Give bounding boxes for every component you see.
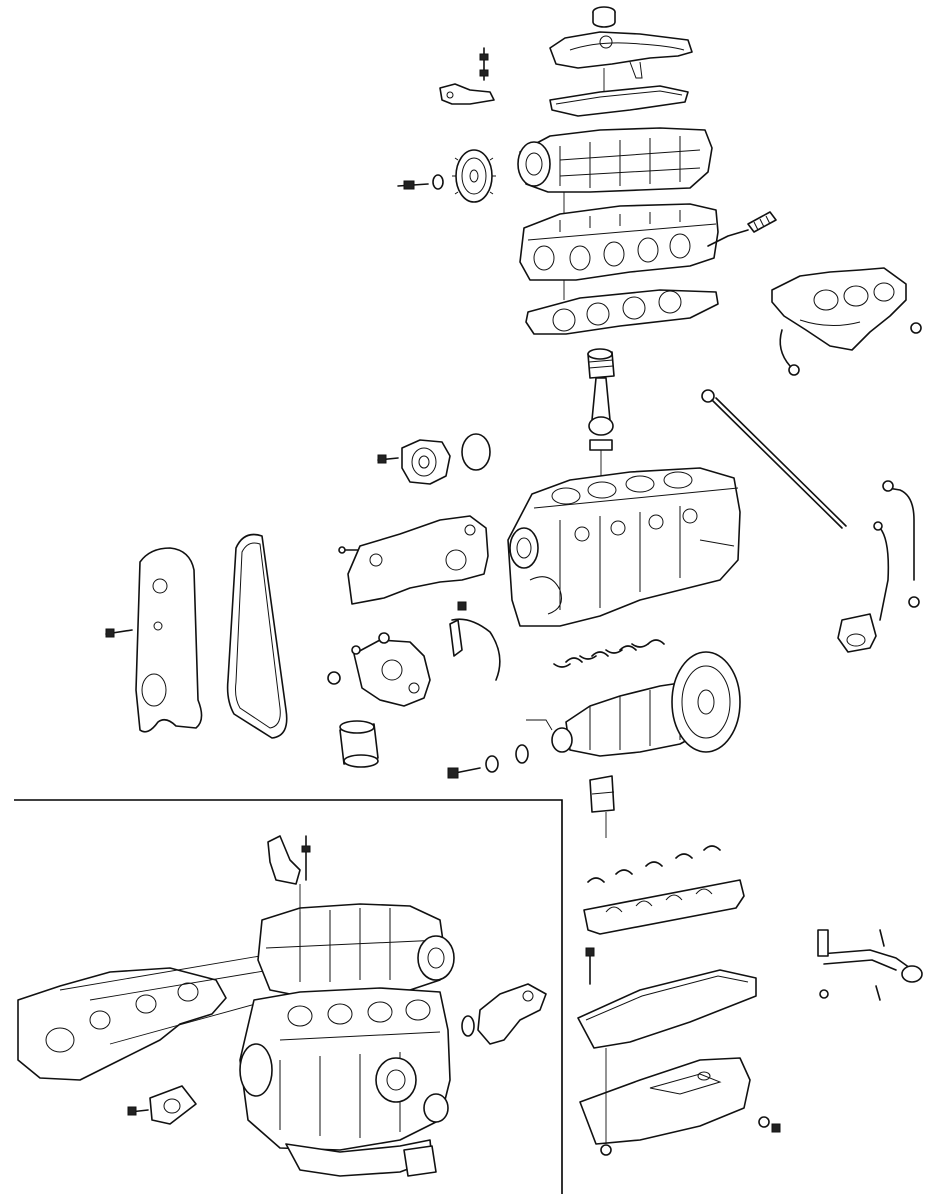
rear-seal-housing[interactable]	[449, 601, 501, 681]
timing-belt-cover[interactable]	[135, 547, 203, 733]
throttle-body-gasket[interactable]	[149, 1085, 197, 1125]
tensioner-bolt[interactable]	[338, 546, 359, 554]
bracket-bolt[interactable]	[479, 47, 489, 81]
engine-lifting-bracket[interactable]	[439, 83, 495, 105]
water-pump-gasket[interactable]	[461, 433, 491, 471]
timing-belt-tensioner[interactable]	[347, 515, 489, 605]
main-bearing-caps[interactable]	[583, 845, 745, 935]
exhaust-manifold[interactable]	[771, 267, 907, 351]
valve-cover-gasket[interactable]	[549, 85, 689, 117]
flywheel[interactable]	[671, 651, 741, 753]
oil-pan-drain-plug[interactable]	[600, 1144, 612, 1156]
engine-block[interactable]	[507, 467, 741, 627]
oxygen-sensor-wire[interactable]	[779, 329, 800, 376]
oil-pan[interactable]	[579, 1057, 751, 1145]
intake-manifold[interactable]	[17, 955, 271, 1081]
piston[interactable]	[587, 348, 615, 379]
oil-filler-cap[interactable]	[592, 6, 616, 28]
manifold-nut[interactable]	[910, 322, 922, 334]
oil-return-pipe[interactable]	[873, 480, 920, 621]
camshaft-housing[interactable]	[517, 127, 713, 193]
valve-cover[interactable]	[549, 31, 693, 79]
temperature-sensor[interactable]	[707, 211, 777, 247]
inset-water-pump-gasket[interactable]	[461, 1015, 475, 1037]
inset-lifting-bracket[interactable]	[267, 835, 311, 912]
oil-pump-bolt[interactable]	[327, 645, 361, 685]
crankshaft-pulley-bolt[interactable]	[447, 767, 481, 779]
oil-pan-bolt[interactable]	[758, 1116, 781, 1133]
crankshaft-sprocket[interactable]	[515, 744, 529, 764]
timing-belt[interactable]	[226, 533, 288, 739]
camshaft-bolt[interactable]	[397, 174, 444, 190]
main-bearing-bolt[interactable]	[585, 947, 595, 985]
oil-pan-gasket[interactable]	[577, 969, 757, 1049]
inset-engine-mount[interactable]	[477, 983, 547, 1045]
water-pump[interactable]	[401, 439, 451, 485]
engine-assembled[interactable]	[239, 903, 455, 1177]
timing-cover-bolt[interactable]	[105, 628, 133, 638]
throttle-body-bolt[interactable]	[127, 1106, 149, 1116]
oil-pump[interactable]	[353, 632, 431, 707]
oil-pickup[interactable]	[837, 613, 877, 653]
crankshaft-pulley-washer[interactable]	[485, 755, 499, 773]
camshaft-sprocket[interactable]	[452, 149, 496, 203]
upper-main-bearings[interactable]	[553, 639, 665, 668]
cylinder-head[interactable]	[519, 203, 719, 281]
assembled-engine-inset	[14, 799, 563, 1194]
connecting-rod[interactable]	[588, 377, 614, 451]
thrust-bearing[interactable]	[589, 775, 615, 813]
oil-strainer[interactable]	[817, 929, 923, 1001]
oil-dipstick[interactable]	[701, 389, 847, 529]
oil-filter[interactable]	[339, 720, 379, 768]
water-pump-bolt[interactable]	[377, 454, 399, 464]
cylinder-head-gasket[interactable]	[525, 289, 719, 335]
